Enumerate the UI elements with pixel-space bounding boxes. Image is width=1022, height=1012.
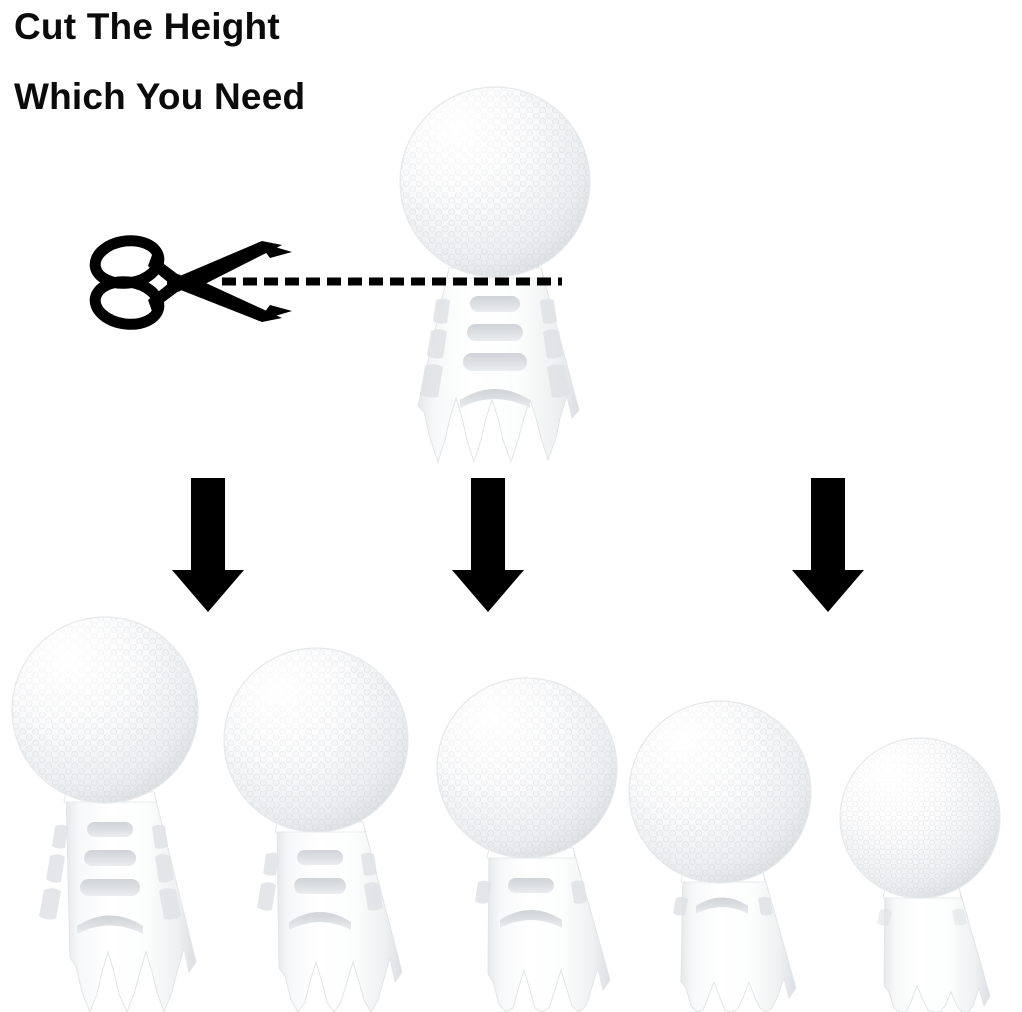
arrow-down-icon-1 (172, 478, 244, 612)
headline-line-1: Cut The Height (14, 6, 280, 47)
golf-ball-reference (399, 86, 591, 278)
reference-tee-group (399, 86, 591, 464)
tee-height-3 (436, 677, 618, 1012)
golf-ball-3 (436, 677, 618, 859)
arrow-down-icon-3 (792, 478, 864, 612)
tee-height-5-shortest (839, 737, 1001, 1012)
tee-body-5 (877, 887, 991, 1012)
tee-body-reference (417, 267, 580, 464)
tee-body-2 (257, 821, 403, 1012)
golf-ball-2 (223, 647, 409, 833)
golf-ball-1 (11, 616, 199, 804)
tee-height-1-tallest (11, 616, 199, 1012)
golf-ball-5 (839, 737, 1001, 899)
golf-ball-4 (628, 700, 812, 884)
tee-body-4 (673, 871, 797, 1012)
tee-height-2 (223, 647, 409, 1012)
scissors-icon (89, 235, 292, 330)
tee-body-1 (39, 791, 197, 1012)
tee-height-4 (628, 700, 812, 1012)
headline-line-2: Which You Need (14, 76, 306, 117)
arrow-down-icon-2 (452, 478, 524, 612)
tee-body-3 (475, 847, 611, 1012)
